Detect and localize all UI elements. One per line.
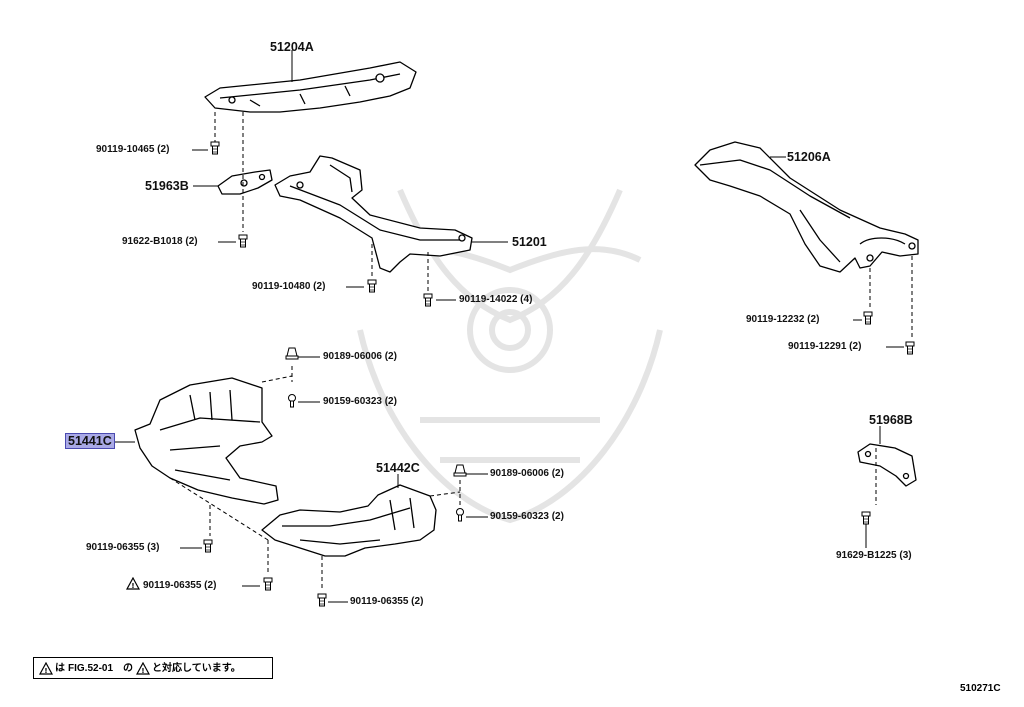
- fastener-bolt-f6: [905, 341, 915, 355]
- fastener-bolt-f2: [238, 234, 248, 248]
- label-part-51206a[interactable]: 51206A: [787, 150, 831, 164]
- fastener-bolt-f13: [317, 593, 327, 607]
- watermark-logo: [357, 188, 663, 524]
- warning-triangle-icon: !: [126, 577, 140, 590]
- note-fig-reference[interactable]: FIG.52-01: [68, 663, 114, 674]
- svg-text:!: !: [131, 582, 134, 590]
- fastener-bolt-f1: [210, 141, 220, 155]
- label-fastener-f12[interactable]: 90119-06355 (2): [143, 580, 217, 591]
- svg-text:!: !: [44, 667, 47, 675]
- note-text-part3: と対応しています。: [152, 663, 241, 674]
- reference-note-box: ! は FIG.52-01 の ! と対応しています。: [33, 657, 273, 679]
- note-text-part2: の: [123, 663, 133, 674]
- fastener-nut-f9: [453, 464, 467, 477]
- label-fastener-f13[interactable]: 90119-06355 (2): [350, 596, 424, 607]
- label-fastener-f4[interactable]: 90119-14022 (4): [459, 294, 533, 305]
- label-fastener-f8[interactable]: 90159-60323 (2): [323, 396, 397, 407]
- label-part-51441c-highlighted[interactable]: 51441C: [65, 433, 115, 449]
- label-fastener-f7[interactable]: 90189-06006 (2): [323, 351, 397, 362]
- cover-51442c-drawing: [261, 484, 437, 557]
- fastener-screw-f8: [288, 394, 296, 408]
- label-fastener-f9[interactable]: 90189-06006 (2): [490, 468, 564, 479]
- label-fastener-f14[interactable]: 91629-B1225 (3): [836, 550, 912, 561]
- crossmember-51206a-drawing: [694, 141, 919, 273]
- label-fastener-f10[interactable]: 90159-60323 (2): [490, 511, 564, 522]
- label-fastener-f2[interactable]: 91622-B1018 (2): [122, 236, 198, 247]
- label-part-51963b[interactable]: 51963B: [145, 179, 189, 193]
- fastener-bolt-f12: [263, 577, 273, 591]
- label-fastener-f3[interactable]: 90119-10480 (2): [252, 281, 326, 292]
- bracket-51968b-drawing: [857, 443, 917, 487]
- label-fastener-f1[interactable]: 90119-10465 (2): [96, 144, 170, 155]
- warning-triangle-icon: !: [136, 662, 150, 675]
- label-part-51204a[interactable]: 51204A: [270, 40, 314, 54]
- cover-51441c-drawing: [134, 377, 279, 505]
- label-part-51442c[interactable]: 51442C: [376, 461, 420, 475]
- warning-triangle-icon: !: [39, 662, 53, 675]
- leader-lines: [114, 50, 904, 603]
- label-part-51968b[interactable]: 51968B: [869, 413, 913, 427]
- crossmember-51204a-drawing: [204, 61, 417, 113]
- fastener-bolt-f14: [861, 511, 871, 525]
- bracket-51963b-drawing: [217, 169, 273, 195]
- label-fastener-f11[interactable]: 90119-06355 (3): [86, 542, 160, 553]
- fastener-bolt-f11: [203, 539, 213, 553]
- svg-text:!: !: [141, 667, 144, 675]
- crossmember-51201-drawing: [274, 155, 473, 273]
- fastener-bolt-f5: [863, 311, 873, 325]
- fastener-bolt-f3: [367, 279, 377, 293]
- label-part-51201[interactable]: 51201: [512, 235, 547, 249]
- fastener-nut-f7: [285, 347, 299, 360]
- note-text-part1: は: [55, 663, 65, 674]
- fastener-screw-f10: [456, 508, 464, 522]
- connector-lines: [169, 112, 913, 590]
- label-fastener-f5[interactable]: 90119-12232 (2): [746, 314, 820, 325]
- fastener-bolt-f4: [423, 293, 433, 307]
- document-id: 510271C: [960, 683, 1001, 694]
- label-fastener-f6[interactable]: 90119-12291 (2): [788, 341, 862, 352]
